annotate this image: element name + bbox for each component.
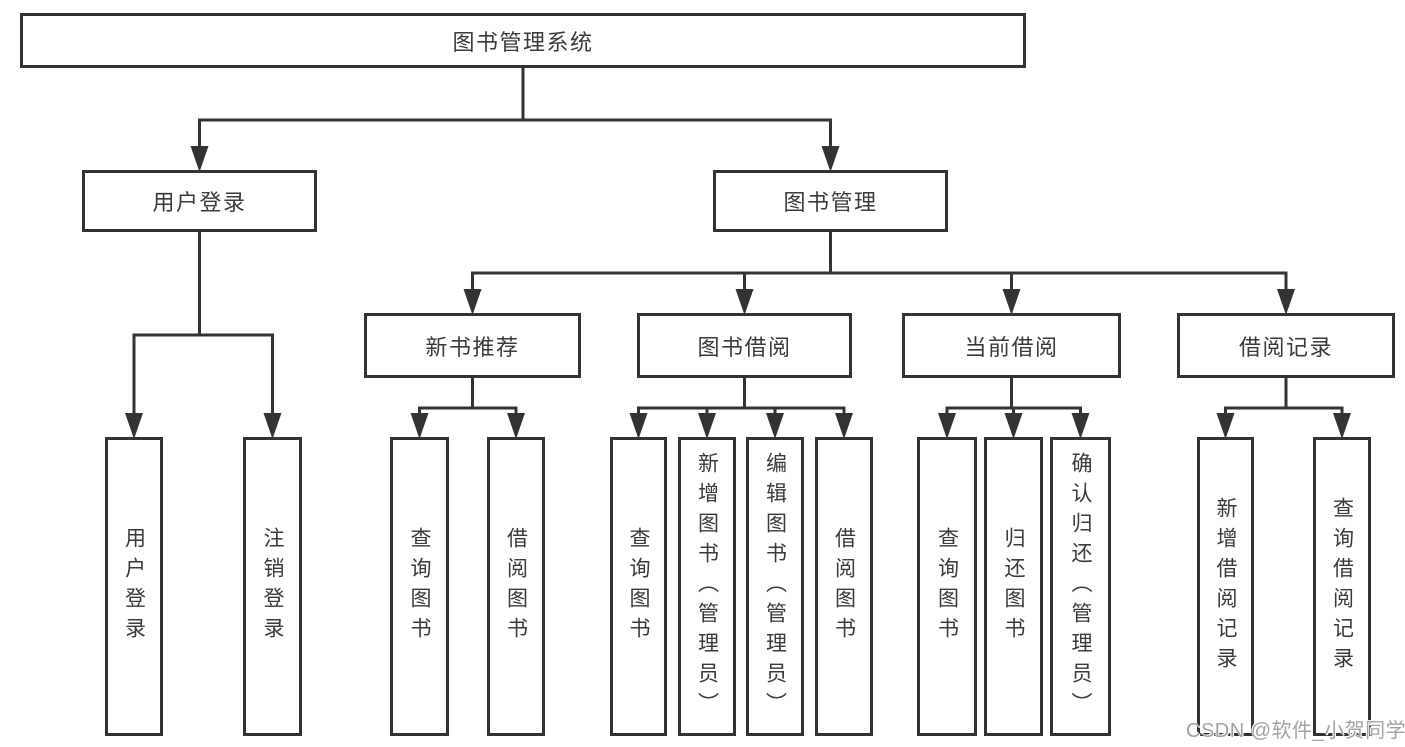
node-book-borrow: 图书借阅 xyxy=(637,313,852,378)
arrowhead-icon xyxy=(1071,413,1090,439)
arrowhead-icon xyxy=(629,413,648,439)
node-label-leaf-borrow-books-2: 借阅图书 xyxy=(832,526,856,647)
node-label-leaf-edit-book-admin: 编辑图书（管理员） xyxy=(763,451,787,722)
arrowhead-icon xyxy=(766,413,784,439)
arrowhead-icon xyxy=(1277,289,1295,315)
node-label-leaf-confirm-return-admin: 确认归还（管理员） xyxy=(1069,451,1092,722)
arrowhead-icon xyxy=(1216,413,1235,439)
arrowhead-icon xyxy=(263,413,282,439)
node-leaf-add-borrow-record: 新增借阅记录 xyxy=(1197,437,1254,736)
node-leaf-borrow-books-1: 借阅图书 xyxy=(487,437,545,736)
node-root: 图书管理系统 xyxy=(20,13,1026,68)
node-label-leaf-borrow-books-1: 借阅图书 xyxy=(504,526,528,647)
node-leaf-query-borrow-record: 查询借阅记录 xyxy=(1313,437,1371,736)
arrowhead-icon xyxy=(938,413,956,439)
node-label-root: 图书管理系统 xyxy=(452,29,594,55)
node-label-current-borrow: 当前借阅 xyxy=(964,334,1059,360)
node-leaf-return-book: 归还图书 xyxy=(984,437,1043,736)
node-leaf-query-books-3: 查询图书 xyxy=(917,437,977,736)
arrowhead-icon xyxy=(507,413,525,439)
arrowhead-icon xyxy=(1333,413,1351,439)
node-label-leaf-add-borrow-record: 新增借阅记录 xyxy=(1214,496,1237,677)
node-borrow-records: 借阅记录 xyxy=(1177,313,1395,378)
node-label-book-borrow: 图书借阅 xyxy=(697,334,792,360)
node-book-management: 图书管理 xyxy=(713,170,948,232)
arrowhead-icon xyxy=(821,146,840,172)
arrowhead-icon xyxy=(835,413,853,439)
node-leaf-borrow-books-2: 借阅图书 xyxy=(815,437,873,736)
node-label-leaf-logout: 注销登录 xyxy=(261,526,284,647)
node-label-leaf-user-login: 用户登录 xyxy=(122,526,146,647)
arrowhead-icon xyxy=(735,289,754,315)
node-label-leaf-add-book-admin: 新增图书（管理员） xyxy=(695,451,719,722)
arrowhead-icon xyxy=(1002,289,1021,315)
watermark: CSDN @软件_小贺同学 xyxy=(1186,720,1405,742)
node-label-book-management: 图书管理 xyxy=(783,190,878,215)
node-label-leaf-query-borrow-record: 查询借阅记录 xyxy=(1330,496,1354,677)
node-user-login: 用户登录 xyxy=(82,170,317,232)
arrowhead-icon xyxy=(190,146,209,172)
node-leaf-confirm-return-admin: 确认归还（管理员） xyxy=(1050,437,1111,736)
node-label-leaf-return-book: 归还图书 xyxy=(1002,526,1025,647)
node-leaf-add-book-admin: 新增图书（管理员） xyxy=(678,437,736,736)
arrowhead-icon xyxy=(463,289,482,315)
node-label-leaf-query-books-2: 查询图书 xyxy=(627,526,650,647)
arrowhead-icon xyxy=(698,413,716,439)
arrowhead-icon xyxy=(1004,413,1023,439)
node-leaf-query-books-2: 查询图书 xyxy=(610,437,667,736)
node-label-new-book-recommend: 新书推荐 xyxy=(425,334,520,360)
arrowhead-icon xyxy=(125,413,143,439)
node-label-borrow-records: 借阅记录 xyxy=(1238,334,1333,360)
arrowhead-icon xyxy=(410,413,429,439)
node-leaf-edit-book-admin: 编辑图书（管理员） xyxy=(746,437,804,736)
node-label-leaf-query-books-3: 查询图书 xyxy=(935,526,959,647)
node-label-leaf-query-books-1: 查询图书 xyxy=(408,526,431,647)
node-current-borrow: 当前借阅 xyxy=(902,313,1121,378)
node-new-book-recommend: 新书推荐 xyxy=(364,313,581,378)
node-leaf-query-books-1: 查询图书 xyxy=(390,437,449,736)
node-leaf-logout: 注销登录 xyxy=(243,437,302,736)
node-label-user-login: 用户登录 xyxy=(152,190,247,215)
node-leaf-user-login: 用户登录 xyxy=(105,437,163,736)
